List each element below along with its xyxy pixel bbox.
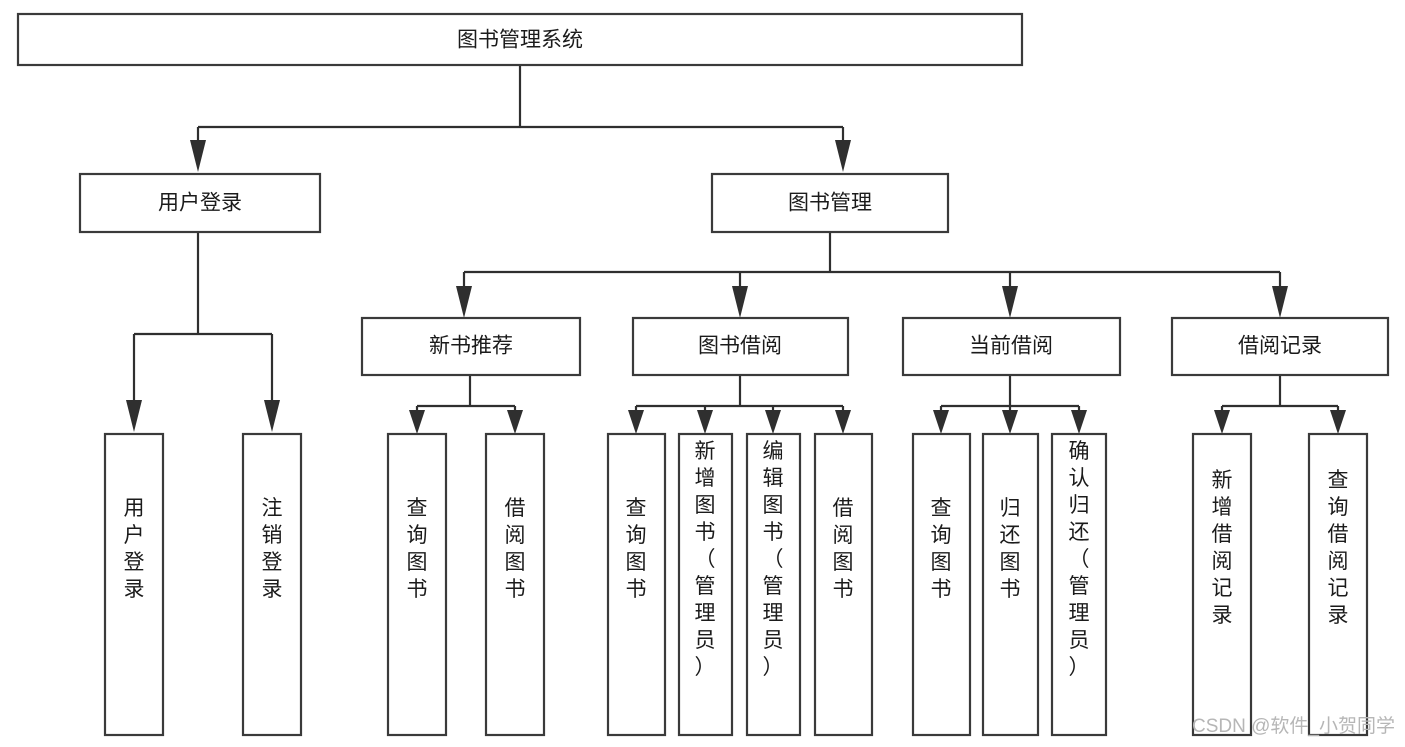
arrow-head-icon [126, 400, 142, 432]
arrow-head-icon [190, 140, 206, 172]
connector-root-to-level2 [190, 65, 851, 172]
leaf-query-borrow-record[interactable]: 查询借阅记录 [1307, 432, 1369, 737]
node-book-borrow[interactable]: 图书借阅 [631, 316, 850, 377]
arrow-head-icon [835, 140, 851, 172]
arrow-head-icon [264, 400, 280, 432]
leaf-add-book-admin[interactable]: 新增图书（管理员） [677, 432, 734, 737]
node-label: 借阅图书 [833, 497, 854, 601]
arrow-head-icon [732, 286, 748, 318]
node-label: 图书借阅 [698, 335, 782, 358]
node-book-management[interactable]: 图书管理 [710, 172, 950, 234]
arrow-head-icon [1272, 286, 1288, 318]
connector-newbook-to-leaves [409, 375, 523, 434]
node-label: 当前借阅 [969, 335, 1053, 358]
node-new-book-recommend[interactable]: 新书推荐 [360, 316, 582, 377]
leaf-logout[interactable]: 注销登录 [241, 432, 303, 737]
leaf-query-book-current[interactable]: 查询图书 [911, 432, 972, 737]
leaf-query-book-borrow[interactable]: 查询图书 [606, 432, 667, 737]
arrow-head-icon [1002, 410, 1018, 434]
node-current-borrow[interactable]: 当前借阅 [901, 316, 1122, 377]
node-user-login[interactable]: 用户登录 [78, 172, 322, 234]
arrow-head-icon [456, 286, 472, 318]
node-borrow-record[interactable]: 借阅记录 [1170, 316, 1390, 377]
node-label: 查询借阅记录 [1328, 469, 1349, 627]
node-label: 用户登录 [124, 497, 145, 601]
node-root-system[interactable]: 图书管理系统 [16, 12, 1024, 67]
arrow-head-icon [409, 410, 425, 434]
node-label: 新书推荐 [429, 335, 513, 358]
node-label: 借阅图书 [505, 497, 526, 601]
connector-bookborrow-to-leaves [628, 375, 851, 434]
node-label: 用户登录 [158, 192, 242, 215]
leaf-borrow-book-recommend[interactable]: 借阅图书 [484, 432, 546, 737]
arrow-head-icon [933, 410, 949, 434]
arrow-head-icon [697, 410, 713, 434]
leaf-add-borrow-record[interactable]: 新增借阅记录 [1191, 432, 1253, 737]
arrow-head-icon [1214, 410, 1230, 434]
node-label: 查询图书 [931, 497, 952, 601]
connector-bookmgmt-to-level3 [456, 232, 1288, 318]
arrow-head-icon [1071, 410, 1087, 434]
arrow-head-icon [507, 410, 523, 434]
arrow-head-icon [1002, 286, 1018, 318]
node-label: 查询图书 [407, 497, 428, 601]
leaf-user-login[interactable]: 用户登录 [103, 432, 165, 737]
leaf-return-book[interactable]: 归还图书 [981, 432, 1040, 737]
leaf-borrow-book[interactable]: 借阅图书 [813, 432, 874, 737]
leaf-query-book-recommend[interactable]: 查询图书 [386, 432, 448, 737]
node-label: 借阅记录 [1238, 335, 1322, 358]
node-label: 确认归还（管理员） [1069, 440, 1090, 679]
arrow-head-icon [1330, 410, 1346, 434]
arrow-head-icon [765, 410, 781, 434]
node-label: 编辑图书（管理员） [763, 440, 784, 679]
node-label: 归还图书 [1000, 497, 1021, 601]
node-label: 图书管理 [788, 192, 872, 215]
node-label: 图书管理系统 [457, 29, 583, 52]
node-label: 注销登录 [262, 497, 283, 601]
node-label: 新增图书（管理员） [695, 440, 716, 679]
csdn-watermark: CSDN @软件_小贺同学 [1192, 715, 1395, 737]
connector-userlogin-to-leaves [126, 232, 280, 432]
node-label: 查询图书 [626, 497, 647, 601]
connector-borrowrecord-to-leaves [1214, 375, 1346, 434]
connector-currentborrow-to-leaves [933, 375, 1087, 434]
leaf-edit-book-admin[interactable]: 编辑图书（管理员） [745, 432, 802, 737]
arrow-head-icon [628, 410, 644, 434]
node-label: 新增借阅记录 [1212, 469, 1233, 627]
arrow-head-icon [835, 410, 851, 434]
leaf-confirm-return-admin[interactable]: 确认归还（管理员） [1050, 432, 1108, 737]
